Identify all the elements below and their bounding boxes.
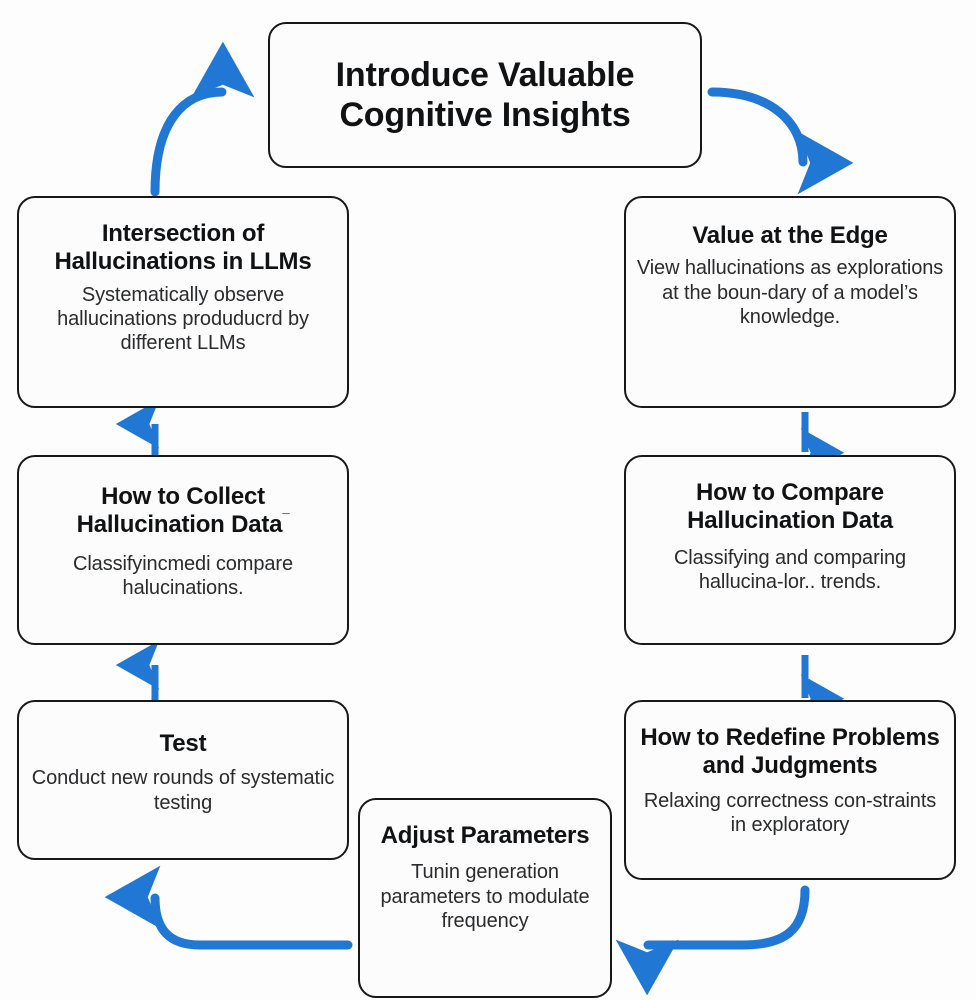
node-title: Adjust Parameters — [380, 822, 590, 849]
arrow-right-3-to-bottom — [615, 885, 810, 996]
node-body: Conduct new rounds of systematic testing — [31, 767, 335, 814]
node-title: Intersection of Hallucinations in LLMs — [54, 220, 312, 276]
node-title: Introduce Valuable Cognitive Insights — [335, 55, 635, 134]
node-body: Relaxing correctness con-straints in exp… — [643, 789, 937, 837]
node-value-at-the-edge[interactable]: Value at the Edge View hallucinations as… — [624, 196, 956, 408]
arrow-bottom-to-left-3 — [104, 865, 353, 950]
node-intersection-of-hallucinations-in-llms[interactable]: Intersection of Hallucinations in LLMs S… — [17, 196, 349, 408]
node-title-text: How to Collect Hallucination Data — [76, 483, 283, 539]
node-how-to-compare-hallucination-data[interactable]: How to Compare Hallucination Data Classi… — [624, 455, 956, 645]
node-body: View hallucinations as explorations at t… — [636, 257, 944, 329]
arrow-top-to-right-1 — [707, 87, 854, 195]
node-title: How to Collect Hallucination Data¯ — [29, 483, 337, 540]
node-body: Classifying and comparing hallucina-lor.… — [673, 546, 907, 594]
node-title: How to Redefine Problems and Judgments — [640, 724, 940, 780]
arrow-left-1-to-top — [150, 41, 255, 197]
node-introduce-valuable-cognitive-insights[interactable]: Introduce Valuable Cognitive Insights — [268, 22, 702, 168]
node-body: Classifyincmedi compare halucinations. — [73, 552, 293, 600]
node-body: Systematically observe hallucinations pr… — [57, 283, 309, 355]
node-title: Value at the Edge — [692, 222, 888, 249]
node-title: Test — [159, 730, 207, 757]
node-body: Tunin generation parameters to modulate … — [380, 861, 590, 933]
node-title-superscript: ¯ — [282, 511, 290, 527]
node-test[interactable]: Test Conduct new rounds of systematic te… — [17, 700, 349, 860]
node-how-to-redefine-problems-and-judgments[interactable]: How to Redefine Problems and Judgments R… — [624, 700, 956, 880]
node-how-to-collect-hallucination-data[interactable]: How to Collect Hallucination Data¯ Class… — [17, 455, 349, 645]
node-title: How to Compare Hallucination Data — [687, 479, 893, 535]
node-adjust-parameters[interactable]: Adjust Parameters Tunin generation param… — [358, 798, 612, 998]
